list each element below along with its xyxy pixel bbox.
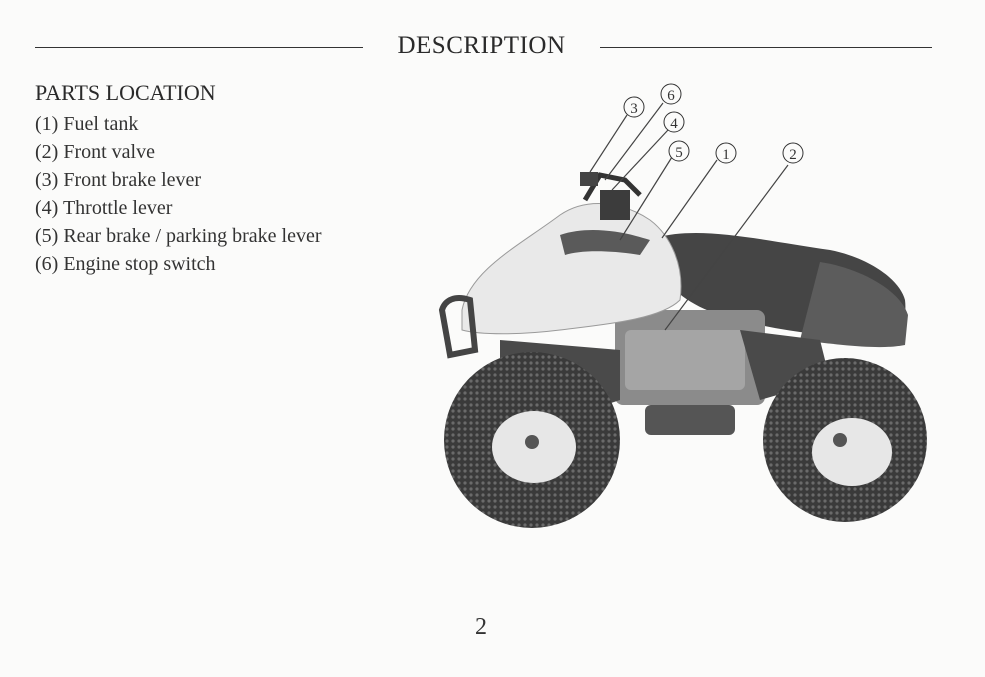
callout-3: 3	[624, 97, 644, 117]
part-label: Fuel tank	[63, 113, 138, 135]
callout-4: 4	[664, 112, 684, 132]
list-item: (2) Front valve	[35, 138, 322, 166]
title-rule-right	[600, 47, 932, 48]
part-number: (1)	[35, 113, 58, 135]
part-number: (3)	[35, 169, 58, 191]
front-wheel	[444, 352, 620, 528]
atv-photo: 3 6 4 5 1 2	[420, 70, 940, 540]
part-label: Engine stop switch	[63, 253, 215, 275]
list-item: (4) Throttle lever	[35, 194, 322, 222]
front-bumper	[442, 298, 475, 355]
list-item: (5) Rear brake / parking brake lever	[35, 222, 322, 250]
list-item: (3) Front brake lever	[35, 166, 322, 194]
page-number: 2	[0, 614, 962, 641]
part-number: (4)	[35, 197, 58, 219]
callout-6: 6	[661, 84, 681, 104]
fuel-tank	[462, 204, 681, 334]
part-number: (6)	[35, 253, 58, 275]
rear-wheel	[763, 358, 927, 522]
part-number: (2)	[35, 141, 58, 163]
section-heading: PARTS LOCATION	[35, 80, 216, 106]
list-item: (6) Engine stop switch	[35, 250, 322, 278]
page-title: DESCRIPTION	[363, 32, 600, 60]
part-label: Front brake lever	[63, 169, 201, 191]
callout-number: 4	[670, 116, 678, 132]
callout-number: 5	[675, 145, 683, 161]
callout-1: 1	[716, 143, 736, 163]
list-item: (1) Fuel tank	[35, 110, 322, 138]
callout-5: 5	[669, 141, 689, 161]
part-label: Rear brake / parking brake lever	[63, 225, 321, 247]
part-label: Front valve	[63, 141, 155, 163]
part-number: (5)	[35, 225, 58, 247]
callout-number: 2	[789, 147, 797, 163]
title-rule-left	[35, 47, 363, 48]
callout-number: 1	[722, 147, 730, 163]
parts-list: (1) Fuel tank (2) Front valve (3) Front …	[35, 110, 322, 278]
callout-number: 6	[667, 88, 675, 104]
callout-2: 2	[783, 143, 803, 163]
part-label: Throttle lever	[63, 197, 172, 219]
callout-number: 3	[630, 101, 638, 117]
